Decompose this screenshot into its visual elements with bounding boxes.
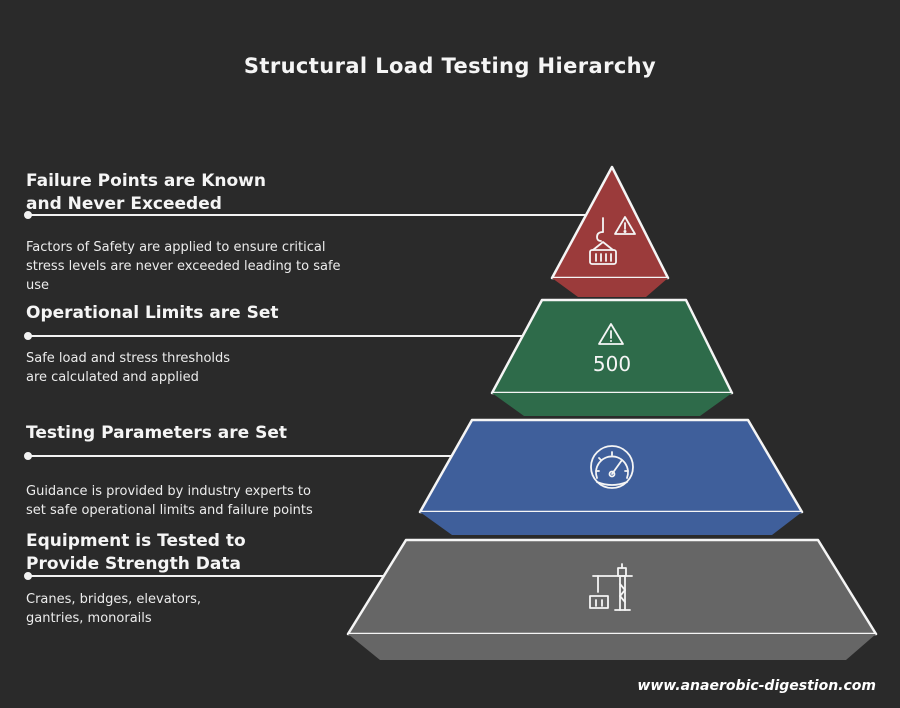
level-4-description-line-2: gantries, monorails [26,611,152,626]
pyramid-level-2 [490,298,734,416]
gauge-icon [590,445,634,489]
level-2-description-line-2: are calculated and applied [26,370,199,385]
warning-limit-icon: 500 [593,323,631,376]
connector-dot-2 [24,332,32,340]
level-4-description-line-1: Cranes, bridges, elevators, [26,592,201,607]
level-1-description-line-1: Factors of Safety are applied to ensure … [26,240,326,255]
connector-dot-1 [24,211,32,219]
level-4-heading: Equipment is Tested to Provide Strength … [26,530,246,576]
crane-icon [589,563,633,611]
level-3-description-line-2: set safe operational limits and failure … [26,503,313,518]
limit-value-label: 500 [593,352,631,376]
crane-hook-warning-icon [589,216,636,265]
page-title: Structural Load Testing Hierarchy [243,54,657,78]
pyramid-level-3 [418,418,804,535]
level-1-description: Factors of Safety are applied to ensure … [26,238,341,295]
connector-dot-4 [24,572,32,580]
level-2-description: Safe load and stress thresholds are calc… [26,349,230,387]
connector-lines [24,211,592,580]
level-1-description-line-2: stress levels are never exceeded leading… [26,259,341,274]
level-2-heading: Operational Limits are Set [26,303,279,323]
level-4-heading-line-1: Equipment is Tested to [26,531,246,551]
pyramid-level-4 [346,538,878,660]
footer-watermark: www.anaerobic-digestion.com [637,678,876,694]
level-1-heading-line-2: and Never Exceeded [26,194,222,214]
level-3-heading: Testing Parameters are Set [26,423,287,443]
level-4-heading-line-2: Provide Strength Data [26,554,241,574]
level-1-heading-line-1: Failure Points are Known [26,171,266,191]
level-2-description-line-1: Safe load and stress thresholds [26,351,231,366]
level-4-description: Cranes, bridges, elevators, gantries, mo… [26,590,201,628]
pyramid-level-1 [550,165,670,297]
level-1-heading: Failure Points are Known and Never Excee… [26,170,266,216]
level-3-description-line-1: Guidance is provided by industry experts… [26,484,311,499]
level-1-description-line-3: use [26,278,50,293]
connector-dot-3 [24,452,32,460]
level-3-description: Guidance is provided by industry experts… [26,482,313,520]
